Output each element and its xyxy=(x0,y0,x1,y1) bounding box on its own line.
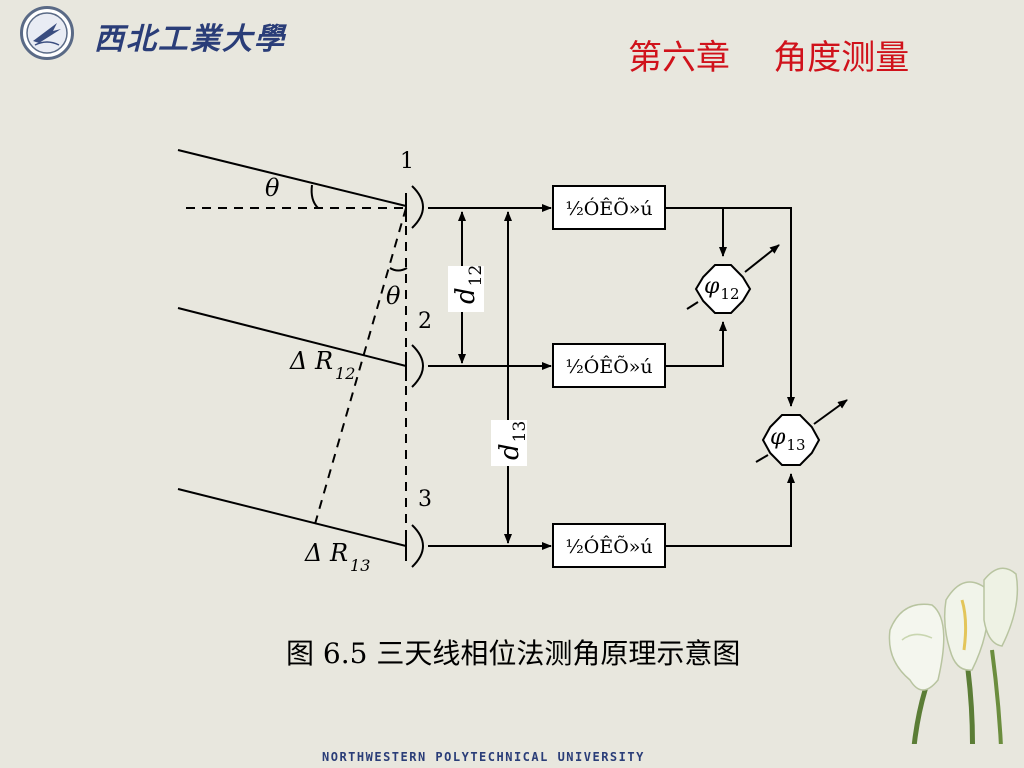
antenna-2-reflector xyxy=(411,344,424,388)
phase-meter-12-adjust-arrow xyxy=(744,244,780,273)
d13-subscript: 13 xyxy=(510,421,530,443)
antenna-3-reflector xyxy=(411,524,424,568)
incoming-ray-1 xyxy=(177,149,407,207)
delta-r13-subscript: 13 xyxy=(350,556,370,575)
receiver-3-label: ½ÓÊÕ»ú xyxy=(565,535,652,558)
d13-label: d13 xyxy=(495,421,530,460)
receiver-1-label: ½ÓÊÕ»ú xyxy=(565,197,652,220)
phase-meter-12-label: φ12 xyxy=(704,274,740,303)
phase-meter-12-subscript: 12 xyxy=(720,285,739,303)
wavefront-dashed-line xyxy=(314,207,407,525)
theta-arc-1 xyxy=(310,184,319,209)
incoming-ray-2 xyxy=(177,307,407,367)
phase-meter-13-adjust-arrow xyxy=(813,399,848,425)
footer-bar xyxy=(0,744,1024,768)
antenna-1-label: 1 xyxy=(400,149,414,174)
phase-meter-13-subscript: 13 xyxy=(786,436,805,454)
phase-meter-12 xyxy=(694,264,752,314)
university-name: 西北工業大學 xyxy=(94,22,286,57)
receiver-1-output xyxy=(665,207,795,407)
d12-label-background xyxy=(448,266,484,312)
theta-label-2: θ xyxy=(386,282,401,310)
antenna-1-reflector xyxy=(411,185,424,229)
phase-meter-13 xyxy=(761,414,821,466)
receiver-1-box xyxy=(552,185,666,230)
emblem-icon xyxy=(26,12,68,54)
figure-caption: 图 6.5 三天线相位法测角原理示意图 xyxy=(286,637,741,670)
phase-meter-13-label: φ13 xyxy=(770,425,806,454)
footer-university-name: NORTHWESTERN POLYTECHNICAL UNIVERSITY xyxy=(322,750,645,764)
incoming-ray-3 xyxy=(177,488,407,547)
university-logo xyxy=(20,6,74,60)
calla-lily-decoration xyxy=(888,567,1019,768)
chapter-title: 第六章 角度测量 xyxy=(628,38,910,78)
antenna-3-label: 3 xyxy=(418,487,432,512)
phase-meter-13-adjust-tail xyxy=(755,454,769,463)
delta-r12-subscript: 12 xyxy=(335,364,355,383)
d12-label: d12 xyxy=(451,265,486,304)
receiver-2-output xyxy=(665,321,727,367)
receiver-3-box xyxy=(552,523,666,568)
d13-label-background xyxy=(491,420,527,466)
d12-subscript: 12 xyxy=(466,265,486,287)
theta-label-1: θ xyxy=(265,174,280,202)
receiver-2-label: ½ÓÊÕ»ú xyxy=(565,355,652,378)
receiver-3-output xyxy=(665,473,795,547)
theta-arc-2 xyxy=(389,267,408,272)
antenna-2-label: 2 xyxy=(418,309,432,334)
phase-meter-12-adjust-tail xyxy=(686,301,699,310)
